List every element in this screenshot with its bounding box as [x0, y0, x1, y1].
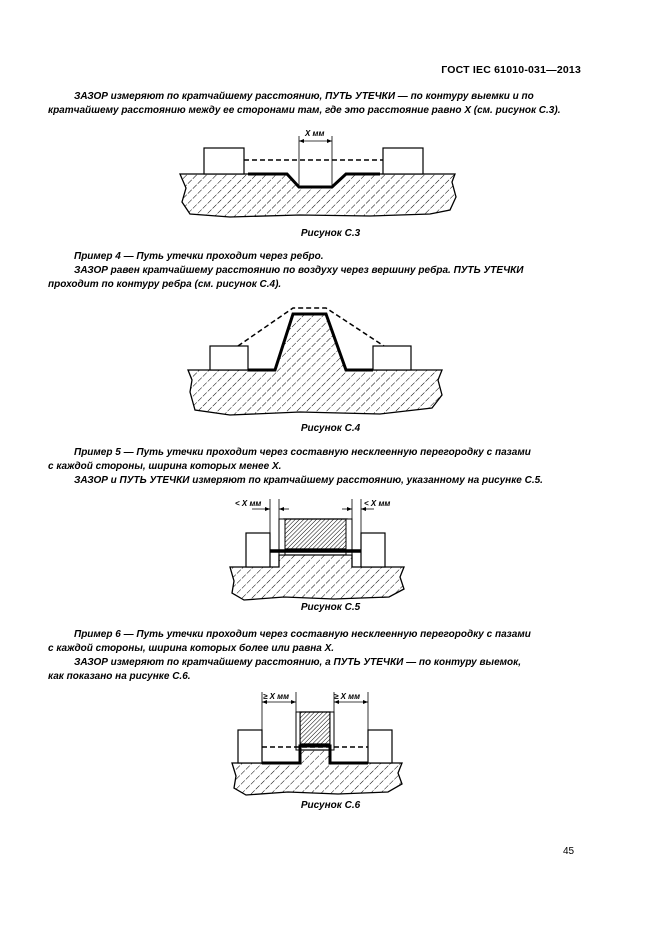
c4-creepage-path [248, 312, 373, 372]
c3-body [179, 173, 457, 218]
figure-c4 [187, 307, 443, 416]
c4-conductor-right [372, 345, 412, 371]
example6-paragraph: Пример 6 — Путь утечки проходит через со… [48, 628, 585, 684]
intro-line-1: ЗАЗОР измеряют по кратчайшему расстоянию… [74, 91, 534, 102]
example6-line-4: как показано на рисунке С.6. [48, 671, 191, 682]
figure-c3-caption: Рисунок С.3 [300, 228, 361, 239]
c6-creepage-path [262, 744, 368, 765]
intro-paragraph: ЗАЗОР измеряют по кратчайшему расстоянию… [48, 90, 585, 118]
example5-line-3: ЗАЗОР и ПУТЬ УТЕЧКИ измеряют по кратчайш… [74, 475, 543, 486]
c5-left-label: < X мм [235, 499, 261, 508]
c6-left-label: ≥ X мм [263, 692, 289, 701]
figure-c5: < X мм < X мм [229, 499, 405, 601]
c5-conductor-right [360, 532, 386, 568]
example4-line-1: Пример 4 — Путь утечки проходит через ре… [74, 251, 324, 262]
example4-line-2: ЗАЗОР равен кратчайшему расстоянию по во… [74, 265, 524, 276]
example5-paragraph: Пример 5 — Путь утечки проходит через со… [48, 446, 585, 488]
c6-barrier [299, 711, 331, 745]
c5-right-label: < X мм [364, 499, 390, 508]
c5-conductor-left [245, 532, 271, 568]
c3-conductor-left [203, 147, 245, 175]
c3-conductor-right [382, 147, 424, 175]
example4-paragraph: Пример 4 — Путь утечки проходит через ре… [48, 250, 585, 292]
figure-c3: X мм [179, 129, 457, 218]
c3-creepage-path [248, 172, 380, 189]
document-header: ГОСТ IEC 61010-031—2013 [441, 64, 581, 76]
example6-line-1: Пример 6 — Путь утечки проходит через со… [74, 629, 531, 640]
example5-line-2: с каждой стороны, ширина которых менее X… [48, 461, 282, 472]
c6-conductor-right [367, 729, 393, 764]
c4-conductor-left [209, 345, 249, 371]
figure-c6: ≥ X мм ≥ X мм [231, 692, 403, 796]
c3-x-label: X мм [304, 129, 324, 138]
c6-conductor-left [237, 729, 263, 764]
example5-line-1: Пример 5 — Путь утечки проходит через со… [74, 447, 531, 458]
intro-line-2: кратчайшему расстоянию между ее сторонам… [48, 105, 561, 116]
example6-line-2: с каждой стороны, ширина которых более и… [48, 643, 335, 654]
figure-c5-caption: Рисунок С.5 [300, 602, 361, 613]
figure-c6-caption: Рисунок С.6 [300, 800, 361, 811]
page-number: 45 [563, 846, 575, 857]
figure-c4-caption: Рисунок С.4 [300, 423, 361, 434]
c6-right-label: ≥ X мм [334, 692, 360, 701]
c5-barrier [283, 518, 348, 550]
example6-line-3: ЗАЗОР измеряют по кратчайшему расстоянию… [74, 657, 522, 668]
c5-base [229, 554, 405, 601]
c4-clearance-line [237, 307, 385, 347]
c6-base [231, 749, 403, 796]
example4-line-3: проходит по контуру ребра (см. рисунок С… [48, 279, 282, 290]
